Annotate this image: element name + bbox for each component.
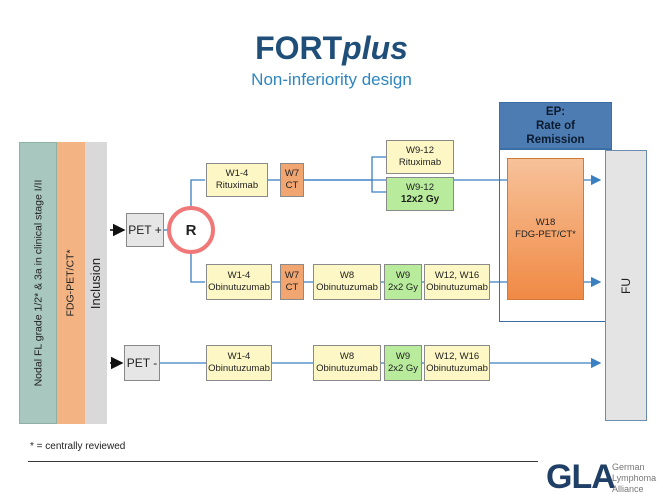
ep-line: Rate of — [536, 119, 575, 132]
box-line: W12, W16 — [434, 270, 480, 281]
box-line: 2x2 Gy — [387, 282, 419, 293]
ep-line: EP: — [545, 105, 566, 118]
logo-line: Alliance — [612, 484, 644, 494]
follow-up-text: FU — [619, 277, 633, 294]
eligibility-text: Nodal FL grade 1/2* & 3a in clinical sta… — [32, 179, 44, 387]
box-line: Rituximab — [215, 180, 259, 191]
gla-logo-text: German Lymphoma Alliance — [612, 462, 656, 495]
page-subtitle: Non-inferiority design — [251, 70, 412, 89]
box-line: W7 — [284, 270, 300, 281]
box-line: W8 — [339, 351, 355, 362]
box-line: W1-4 — [225, 168, 249, 179]
pet-negative-box: PET - — [124, 345, 160, 381]
box-line: Obinutuzumab — [426, 363, 488, 374]
page-title: FORTplus — [255, 30, 408, 66]
box-line: W9 — [395, 270, 411, 281]
inclusion-bar: Inclusion — [85, 142, 107, 424]
box-line: Obinutuzumab — [316, 282, 378, 293]
box-line: Obinutuzumab — [316, 363, 378, 374]
box-line: W1-4 — [227, 351, 251, 362]
gla-logo: GLA — [546, 458, 616, 496]
footer-divider — [28, 461, 538, 462]
box-line: Rituximab — [398, 157, 442, 168]
box-line: W1-4 — [227, 270, 251, 281]
eligibility-bar: Nodal FL grade 1/2* & 3a in clinical sta… — [19, 142, 57, 424]
fdg-pet-bar: FDG-PET/CT* — [57, 142, 85, 424]
inclusion-text: Inclusion — [88, 257, 104, 309]
logo-line: Lymphoma — [612, 473, 657, 483]
box-line: CT — [285, 180, 299, 191]
box-line: Obinutuzumab — [426, 282, 488, 293]
footnote: * = centrally reviewed — [30, 441, 126, 452]
follow-up-bar: FU — [605, 150, 647, 421]
w18-line: FDG-PET/CT* — [515, 229, 576, 240]
box-line: W9 — [395, 351, 411, 362]
box-line: Obinutuzumab — [208, 282, 270, 293]
logo-line: German — [612, 462, 645, 472]
title-italic: plus — [342, 30, 408, 66]
box-line: 2x2 Gy — [387, 363, 419, 374]
pet-positive-box: PET + — [126, 213, 164, 247]
randomization-circle: R — [167, 206, 215, 254]
box-line: W8 — [339, 270, 355, 281]
ep-line: Remission — [526, 133, 585, 146]
box-line: 12x2 Gy — [400, 194, 440, 205]
box-line: W7 — [284, 168, 300, 179]
box-line: CT — [285, 282, 299, 293]
w18-line: W18 — [535, 217, 556, 228]
box-line: Obinutuzumab — [208, 363, 270, 374]
box-line: W9-12 — [406, 182, 434, 193]
box-line: W9-12 — [406, 145, 434, 156]
fdg-pet-text: FDG-PET/CT* — [65, 249, 77, 317]
box-line: W12, W16 — [434, 351, 480, 362]
